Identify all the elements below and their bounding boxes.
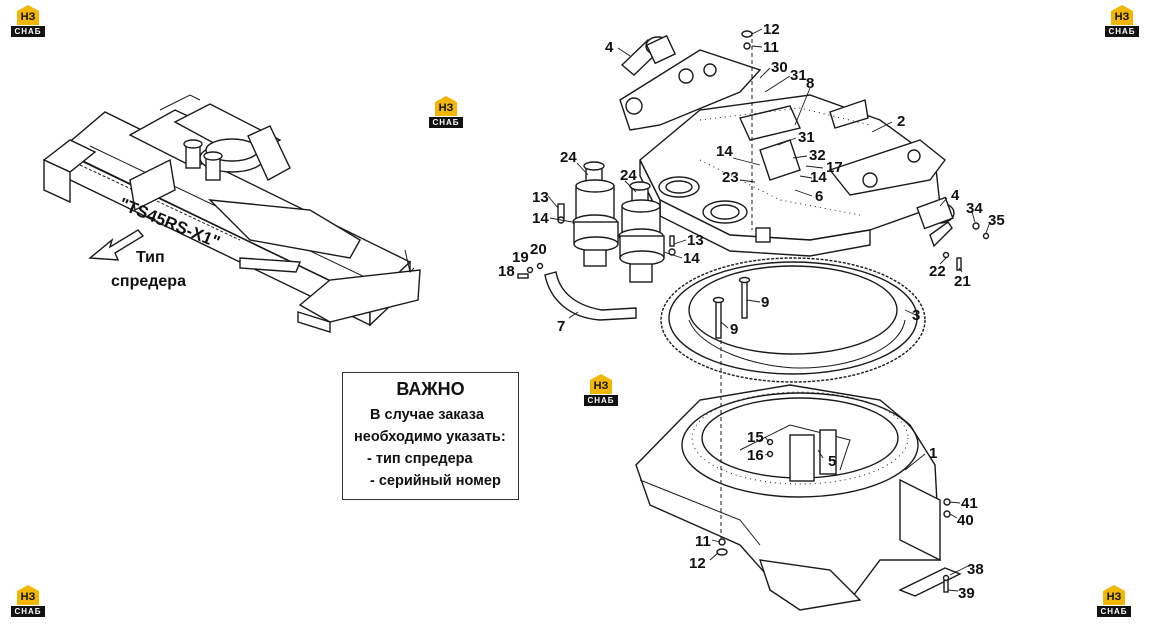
callout-labels: 2 3 1 4 4 5 6 7 8 9 9 12 11 11 12 13 13 … (498, 21, 1005, 602)
callout-23: 23 (722, 169, 739, 186)
callout-20: 20 (530, 241, 547, 258)
callout-12-top: 12 (763, 21, 780, 38)
callout-11-top: 11 (763, 39, 779, 56)
callout-7: 7 (557, 318, 565, 335)
callout-14-frame-right: 14 (810, 169, 827, 186)
callout-39: 39 (958, 585, 975, 602)
callout-17: 17 (826, 159, 843, 176)
callout-31-top: 31 (790, 67, 807, 84)
pivot-pin-lower (916, 196, 955, 248)
callout-30: 30 (771, 59, 788, 76)
callout-11-bottom: 11 (695, 533, 711, 550)
callout-19: 19 (512, 249, 529, 266)
strap-part-7 (544, 271, 637, 321)
callout-21: 21 (954, 273, 971, 290)
callout-4-upper: 4 (605, 39, 614, 56)
callout-14-right: 14 (683, 250, 700, 267)
callout-8: 8 (806, 75, 814, 92)
notice-line-2: необходимо указать: (354, 429, 506, 445)
rotation-motor-left (572, 161, 619, 267)
callout-35: 35 (988, 212, 1005, 229)
callout-14-left: 14 (532, 210, 549, 227)
callout-13-right: 13 (687, 232, 704, 249)
important-notice-box: ВАЖНО В случае заказа необходимо указать… (342, 372, 519, 500)
spreader-illustration (42, 94, 421, 333)
rotator-base-frame (635, 30, 990, 611)
callout-6: 6 (815, 188, 823, 205)
callout-41: 41 (961, 495, 978, 512)
callout-34: 34 (966, 200, 983, 217)
callout-9-a: 9 (761, 294, 769, 311)
rotation-motor-right (618, 181, 665, 283)
leader-lines (547, 28, 991, 592)
notice-line-4: - серийный номер (370, 473, 501, 489)
callout-13-left: 13 (532, 189, 549, 206)
callout-24-left: 24 (560, 149, 577, 166)
callout-1: 1 (929, 445, 937, 462)
callout-15: 15 (747, 429, 764, 446)
callout-12-bottom: 12 (689, 555, 706, 572)
callout-40: 40 (957, 512, 974, 529)
callout-32: 32 (809, 147, 826, 164)
slewing-ring-gear (660, 257, 926, 383)
spreader-type-arrow (88, 229, 145, 261)
spreader-type-line1: Тип (136, 249, 165, 266)
callout-14-frame-left: 14 (716, 143, 733, 160)
notice-title: ВАЖНО (396, 379, 465, 399)
callout-16: 16 (747, 447, 764, 464)
callout-2: 2 (897, 113, 905, 130)
callout-31-mid: 31 (798, 129, 815, 146)
notice-line-1: В случае заказа (370, 407, 484, 423)
callout-9-b: 9 (730, 321, 738, 338)
callout-3: 3 (912, 307, 920, 324)
callout-5: 5 (828, 453, 836, 470)
callout-18: 18 (498, 263, 515, 280)
rotator-top-frame (619, 49, 946, 257)
callout-24-right: 24 (620, 167, 637, 184)
pivot-pin-upper (620, 34, 677, 76)
callout-38: 38 (967, 561, 984, 578)
notice-line-3: - тип спредера (367, 451, 473, 467)
spreader-type-line2: спредера (111, 273, 186, 290)
callout-22: 22 (929, 263, 946, 280)
callout-4-lower: 4 (951, 187, 960, 204)
